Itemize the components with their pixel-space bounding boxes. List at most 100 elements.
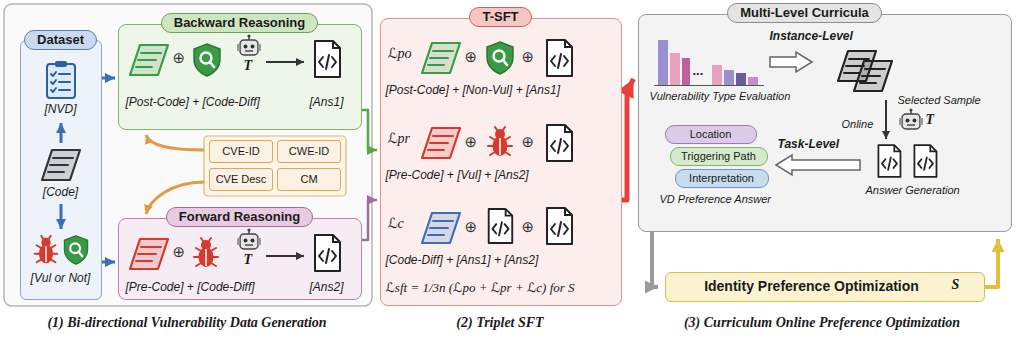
metadata-box: CWE-ID [277,140,341,163]
model-symbol: T [244,58,253,74]
task-pill: Triggering Path [670,147,768,166]
hollow-arrow [770,52,812,72]
field-label: Triggering Path [671,148,767,165]
model-symbol: T [244,252,253,268]
metadata-box: CM [277,168,341,191]
flow-arrow [985,239,998,287]
concat-symbol: ⊕ [522,220,535,235]
answer-icon [547,40,572,76]
generate-arrow [266,255,304,257]
loss-term: ℒc [388,216,404,232]
sample-icon [854,61,892,91]
answer-icon [914,145,936,177]
shield-icon [194,44,220,76]
answer-icon [315,235,340,271]
metadata-box: CVE Desc [209,168,273,191]
data-format: [Ans2] [310,281,344,295]
field-label: CVE-ID [210,141,272,162]
data-format: [Post-Code] + [Code-Diff] [126,96,260,110]
generate-arrow [885,100,887,139]
reasoning-box: Forward Reasoning⊕T[Pre-Code] + [Code-Di… [118,218,362,300]
flow-arrow [652,232,658,287]
flow-arrow [102,261,115,264]
loss-term: ℒpo [388,46,412,62]
code-icon [130,239,168,269]
level-label: Instance-Level [770,30,853,44]
data-format: [Code-Diff] + [Ans1] + [Ans2] [386,254,539,268]
data-format: [Vul or Not] [31,272,91,286]
dataset-box: Dataset[NVD][Code][Vul or Not] [20,40,102,300]
panel-title: Dataset [24,30,97,51]
data-format: [Pre-Code] + [Code-Diff] [126,281,255,295]
data-format: [Code] [43,186,78,200]
bug-icon [488,127,512,156]
figure-caption: (3) Curriculum Online Preference Optimiz… [684,315,960,331]
code-icon [422,43,460,73]
model-icon [237,228,261,249]
field-label: Location [666,126,756,143]
flow-arrow [622,79,634,200]
curricula-panel: Multi-Level Curricula...Vulnerability Ty… [638,14,1012,232]
task-pill: Location [665,125,757,144]
metadata-arrow [146,135,204,150]
data-format: [Post-Code] + [Non-Vul] + [Ans1] [386,84,561,98]
loss-formula: ℒsft = 1/3n (ℒpo + ℒpr + ℒc) for S [386,281,575,296]
concat-symbol: ⊕ [465,135,478,150]
answer-icon [547,125,572,161]
flow-arrow [362,200,377,240]
step-label: Answer Generation [866,184,960,197]
step-label: Selected Sample [898,94,981,107]
panel-title: Backward Reasoning [161,13,319,34]
concat-symbol: ⊕ [465,50,478,65]
answer-icon [878,145,900,177]
data-format: [NVD] [44,103,76,117]
concat-symbol: ⊕ [173,51,186,66]
metadata-group [204,136,346,196]
code-icon [422,128,460,158]
field-label: CM [278,169,340,190]
sample-icon [838,51,876,81]
level-label: Task-Level [778,138,840,152]
answer-icon [547,208,572,244]
model-icon [237,34,261,55]
model-icon [899,108,923,129]
concat-symbol: ⊕ [173,245,186,260]
code-icon [422,213,460,243]
panel-title: Multi-Level Curricula [727,3,882,24]
data-format: [Ans1] [310,96,344,110]
model-symbol: S [952,277,960,293]
concat-symbol: ⊕ [522,135,535,150]
loss-term: ℒpr [388,131,411,147]
field-label: Interpretation [676,170,768,187]
code-icon [130,45,168,75]
flow-arrow [102,77,115,80]
data-format: [Pre-Code] + [Vul] + [Ans2] [386,169,529,183]
generate-arrow [266,61,304,63]
model-symbol: T [926,112,935,128]
code-icon [42,150,80,180]
ellipsis: ... [693,64,704,79]
concat-symbol: ⊕ [465,220,478,235]
shield-icon [487,42,513,74]
reasoning-box: Backward Reasoning⊕T[Post-Code] + [Code-… [118,24,362,130]
loss-panel: T-SFTℒpo⊕⊕[Post-Code] + [Non-Vul] + [Ans… [380,18,622,306]
bug-icon [194,238,218,267]
optimization-box: Identity Preference OptimizationS [665,272,985,302]
metadata-box: CVE-ID [209,140,273,163]
hollow-arrow [776,155,860,175]
task-pill: Interpretation [675,169,769,188]
flow-arrow [60,123,63,143]
bug-icon [35,236,58,263]
answer-icon [489,209,513,243]
field-label: CWE-ID [278,141,340,162]
answer-icon [315,41,340,77]
panel-title: T-SFT [469,7,531,28]
step-label: Online [842,118,874,131]
panel-frame [4,4,372,306]
shield-icon [64,236,87,264]
metadata-arrow [146,182,204,214]
figure-caption: (2) Triplet SFT [456,315,543,331]
field-label: CVE Desc [210,169,272,190]
figure-caption: (1) Bi-directional Vulnerability Data Ge… [47,315,326,331]
step-label: VD Preference Answer [660,193,771,206]
